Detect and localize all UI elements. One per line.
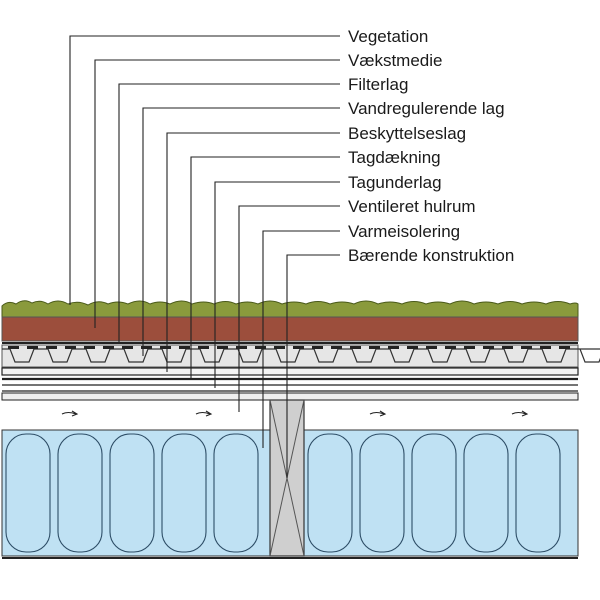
label-ventilated-cavity: Ventileret hulrum — [348, 197, 476, 216]
leader-line — [118, 83, 340, 343]
leader-line — [69, 35, 340, 305]
drainage-dash — [407, 346, 418, 349]
label-load-bearing-structure: Bærende konstruktion — [348, 246, 514, 265]
drainage-dash — [274, 346, 285, 349]
airflow-arrow — [61, 411, 77, 415]
insulation-loops — [5, 433, 561, 553]
insulation-loop — [359, 433, 405, 553]
leader-line — [190, 156, 340, 379]
leader-line — [286, 254, 340, 478]
leader-line — [166, 132, 340, 372]
insulation-loop — [515, 433, 561, 553]
insulation-loop — [57, 433, 103, 553]
airflow-arrow-head — [521, 410, 529, 417]
label-roofing: Tagdækning — [348, 148, 441, 167]
drainage-dash — [502, 346, 513, 349]
airflow-arrow — [195, 411, 211, 415]
drainage-dash — [559, 346, 570, 349]
label-vegetation: Vegetation — [348, 27, 428, 46]
insulation-layer-right — [303, 429, 579, 557]
airflow-arrow — [511, 411, 527, 415]
drainage-profile-line — [2, 348, 600, 363]
insulation-loop — [463, 433, 509, 553]
drainage-dash — [350, 346, 361, 349]
drainage-dash — [179, 346, 190, 349]
drainage-dash — [27, 346, 38, 349]
label-protection-layer: Beskyttelseslag — [348, 124, 466, 143]
drainage-dash — [84, 346, 95, 349]
airflow-arrow-head — [71, 410, 79, 417]
drainage-dash — [236, 346, 247, 349]
label-filter-layer: Filterlag — [348, 75, 408, 94]
airflow-arrows — [61, 410, 529, 417]
insulation-layer-left — [1, 429, 271, 557]
airflow-arrow — [369, 411, 385, 415]
drainage-dash — [46, 346, 57, 349]
label-growth-medium: Vækstmedie — [348, 51, 442, 70]
insulation-loop — [213, 433, 259, 553]
drainage-dash — [464, 346, 475, 349]
drainage-dash — [521, 346, 532, 349]
leader-line — [94, 59, 340, 328]
airflow-arrow-head — [205, 410, 213, 417]
leader-line — [214, 181, 340, 388]
airflow-arrow-head — [379, 410, 387, 417]
drainage-profile — [2, 348, 600, 363]
insulation-loop — [411, 433, 457, 553]
label-water-regulating-layer: Vandregulerende lag — [348, 99, 505, 118]
insulation-loop — [161, 433, 207, 553]
leader-lines — [69, 35, 340, 478]
growth-medium-layer — [1, 316, 579, 342]
drainage-dash — [122, 346, 133, 349]
drainage-dash — [426, 346, 437, 349]
drainage-dash — [255, 346, 266, 349]
leader-line — [238, 205, 340, 412]
leader-line — [262, 230, 340, 448]
leader-line — [142, 107, 340, 356]
drainage-dash — [198, 346, 209, 349]
vegetation-layer — [1, 300, 579, 319]
drainage-dash — [369, 346, 380, 349]
drainage-dash — [540, 346, 551, 349]
label-insulation: Varmeisolering — [348, 222, 460, 241]
drainage-dash — [65, 346, 76, 349]
label-roof-underlay: Tagunderlag — [348, 173, 442, 192]
drainage-dash — [445, 346, 456, 349]
drainage-dash — [388, 346, 399, 349]
drainage-dash — [293, 346, 304, 349]
drainage-dash — [312, 346, 323, 349]
drainage-dashes — [8, 346, 570, 349]
drainage-dash — [103, 346, 114, 349]
insulation-loop — [307, 433, 353, 553]
roof-board — [1, 392, 579, 401]
insulation-loop — [5, 433, 51, 553]
drainage-dash — [217, 346, 228, 349]
protection-layer — [1, 367, 579, 376]
insulation-loop — [109, 433, 155, 553]
drainage-dash — [160, 346, 171, 349]
drainage-dash — [483, 346, 494, 349]
drainage-dash — [141, 346, 152, 349]
drainage-dash — [331, 346, 342, 349]
drainage-dash — [8, 346, 19, 349]
